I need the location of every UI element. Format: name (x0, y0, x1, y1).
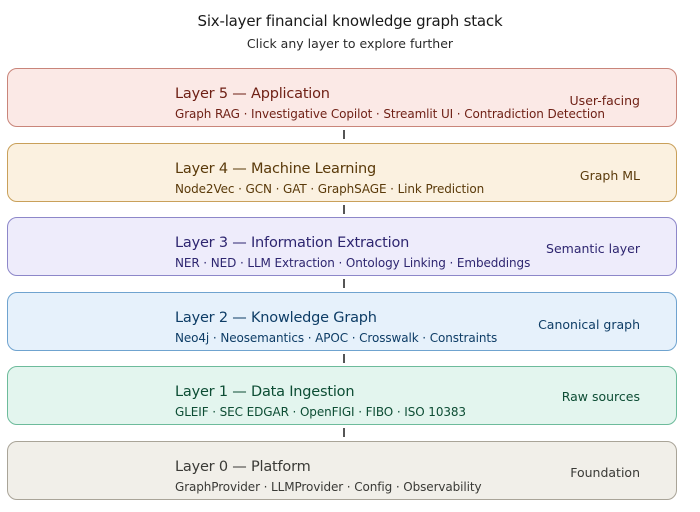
layer-items: GLEIF · SEC EDGAR · OpenFIGI · FIBO · IS… (175, 405, 466, 419)
layer-tag: Canonical graph (538, 316, 640, 332)
layer-4-machine-learning[interactable]: Layer 4 — Machine Learning Node2Vec · GC… (7, 142, 677, 202)
layer-connector (343, 204, 345, 214)
layer-5-application[interactable]: Layer 5 — Application Graph RAG · Invest… (7, 68, 677, 127)
layer-name: Layer 0 — Platform (175, 458, 311, 475)
layer-name: Layer 4 — Machine Learning (175, 160, 377, 177)
layer-tag: Raw sources (561, 389, 640, 404)
layer-tag: Foundation (570, 464, 640, 480)
layer-connector (343, 353, 345, 363)
layer-connector (343, 428, 345, 437)
layer-items: GraphProvider · LLMProvider · Config · O… (175, 479, 482, 494)
layer-0-platform[interactable]: Layer 0 — Platform GraphProvider · LLMPr… (7, 440, 677, 500)
layer-tag: Semantic layer (546, 241, 640, 256)
layer-connector (343, 130, 345, 139)
diagram-title: Six-layer financial knowledge graph stac… (197, 12, 503, 30)
diagram-subtitle: Click any layer to explore further (246, 36, 454, 51)
layer-name: Layer 2 — Knowledge Graph (175, 309, 377, 326)
layer-tag: User-facing (569, 93, 640, 108)
layer-items: Neo4j · Neosemantics · APOC · Crosswalk … (175, 330, 498, 345)
layer-name: Layer 5 — Application (175, 86, 330, 102)
layer-name: Layer 1 — Data Ingestion (175, 384, 355, 400)
layer-connector (343, 279, 345, 288)
layer-3-information-extraction[interactable]: Layer 3 — Information Extraction NER · N… (7, 217, 677, 276)
layer-items: NER · NED · LLM Extraction · Ontology Li… (175, 256, 531, 270)
layer-name: Layer 3 — Information Extraction (175, 235, 410, 251)
layer-1-data-ingestion[interactable]: Layer 1 — Data Ingestion GLEIF · SEC EDG… (7, 366, 677, 425)
layer-items: Graph RAG · Investigative Copilot · Stre… (175, 107, 605, 121)
layer-2-knowledge-graph[interactable]: Layer 2 — Knowledge Graph Neo4j · Neosem… (7, 291, 677, 351)
layer-items: Node2Vec · GCN · GAT · GraphSAGE · Link … (175, 181, 485, 196)
layer-tag: Graph ML (579, 167, 640, 183)
